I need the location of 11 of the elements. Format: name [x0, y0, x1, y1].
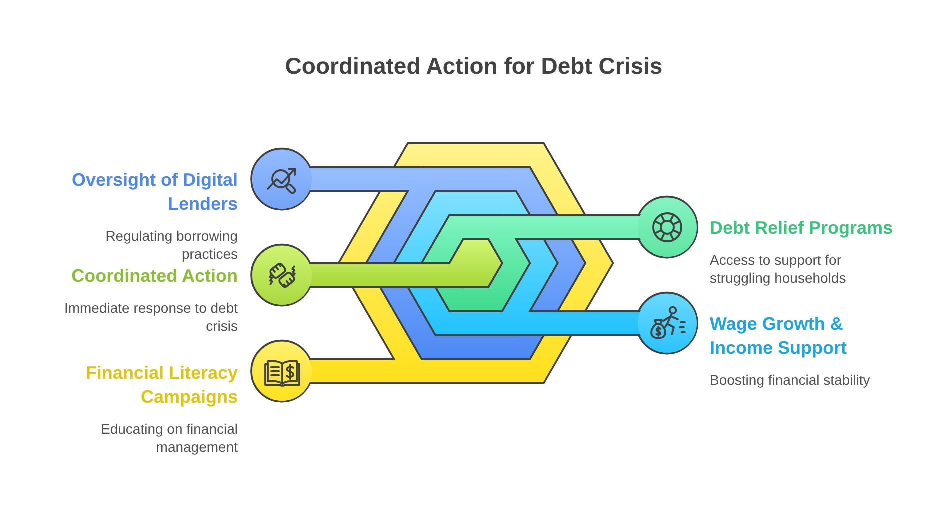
item-heading: Oversight of Digital Lenders [70, 169, 238, 216]
item-description: Regulating borrowing practices [104, 228, 238, 263]
item-description: Boosting financial stability [710, 372, 870, 390]
item-description: Access to support for struggling households [710, 252, 848, 287]
item-heading: Financial Literacy Campaigns [84, 362, 238, 409]
item-heading: Debt Relief Programs [710, 217, 894, 240]
item-description: Immediate response to debt crisis [63, 300, 238, 335]
item-heading: Wage Growth & Income Support [710, 313, 848, 360]
item-heading: Coordinated Action [72, 265, 238, 288]
diagram-title: Coordinated Action for Debt Crisis [285, 52, 663, 81]
item-description: Educating on financial management [100, 421, 238, 456]
